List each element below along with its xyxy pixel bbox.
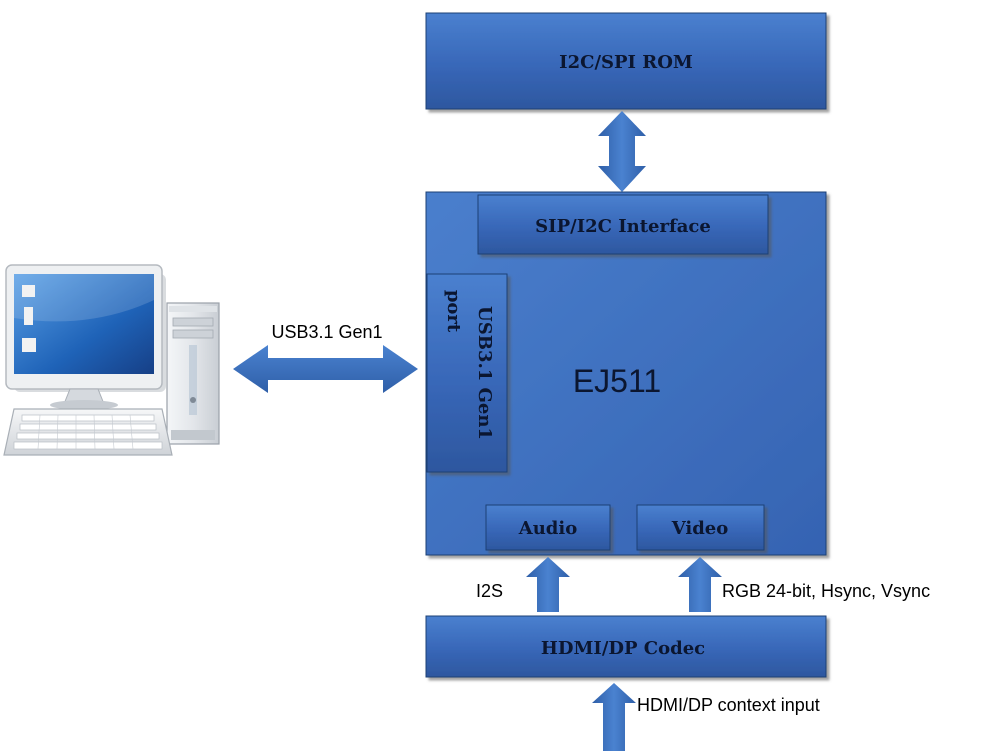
- input-up-arrow: [592, 683, 636, 751]
- usb-port-block: USB3.1 Gen1 port: [426, 273, 508, 473]
- usb-link-label: USB3.1 Gen1: [271, 322, 382, 342]
- rom-block-label: I2C/SPI ROM: [559, 52, 693, 73]
- audio-link-label: I2S: [476, 581, 503, 601]
- interface-block: SIP/I2C Interface: [477, 194, 769, 255]
- audio-block: Audio: [485, 504, 611, 551]
- usb-double-arrow: [233, 345, 418, 393]
- chip-title: EJ511: [573, 363, 661, 399]
- rom-interface-double-arrow: [598, 111, 646, 192]
- usb-port-label-line1: USB3.1 Gen1: [474, 306, 495, 440]
- rgb-up-arrow: [678, 557, 722, 612]
- usb-port-label-line2: port: [443, 290, 464, 333]
- interface-block-label: SIP/I2C Interface: [535, 216, 711, 237]
- codec-block: HDMI/DP Codec: [425, 615, 827, 678]
- video-block: Video: [636, 504, 765, 551]
- rom-block: I2C/SPI ROM: [425, 12, 827, 110]
- desktop-computer-icon: [3, 264, 220, 456]
- codec-block-label: HDMI/DP Codec: [541, 638, 705, 659]
- desktop-file-icon: [24, 307, 33, 325]
- monitor-screen: [14, 274, 154, 374]
- i2s-up-arrow: [526, 557, 570, 612]
- input-link-label: HDMI/DP context input: [637, 695, 820, 715]
- audio-block-label: Audio: [518, 518, 577, 539]
- desktop-file-icon: [22, 338, 36, 352]
- video-link-label: RGB 24-bit, Hsync, Vsync: [722, 581, 930, 601]
- desktop-file-icon: [22, 285, 35, 297]
- video-block-label: Video: [671, 518, 729, 539]
